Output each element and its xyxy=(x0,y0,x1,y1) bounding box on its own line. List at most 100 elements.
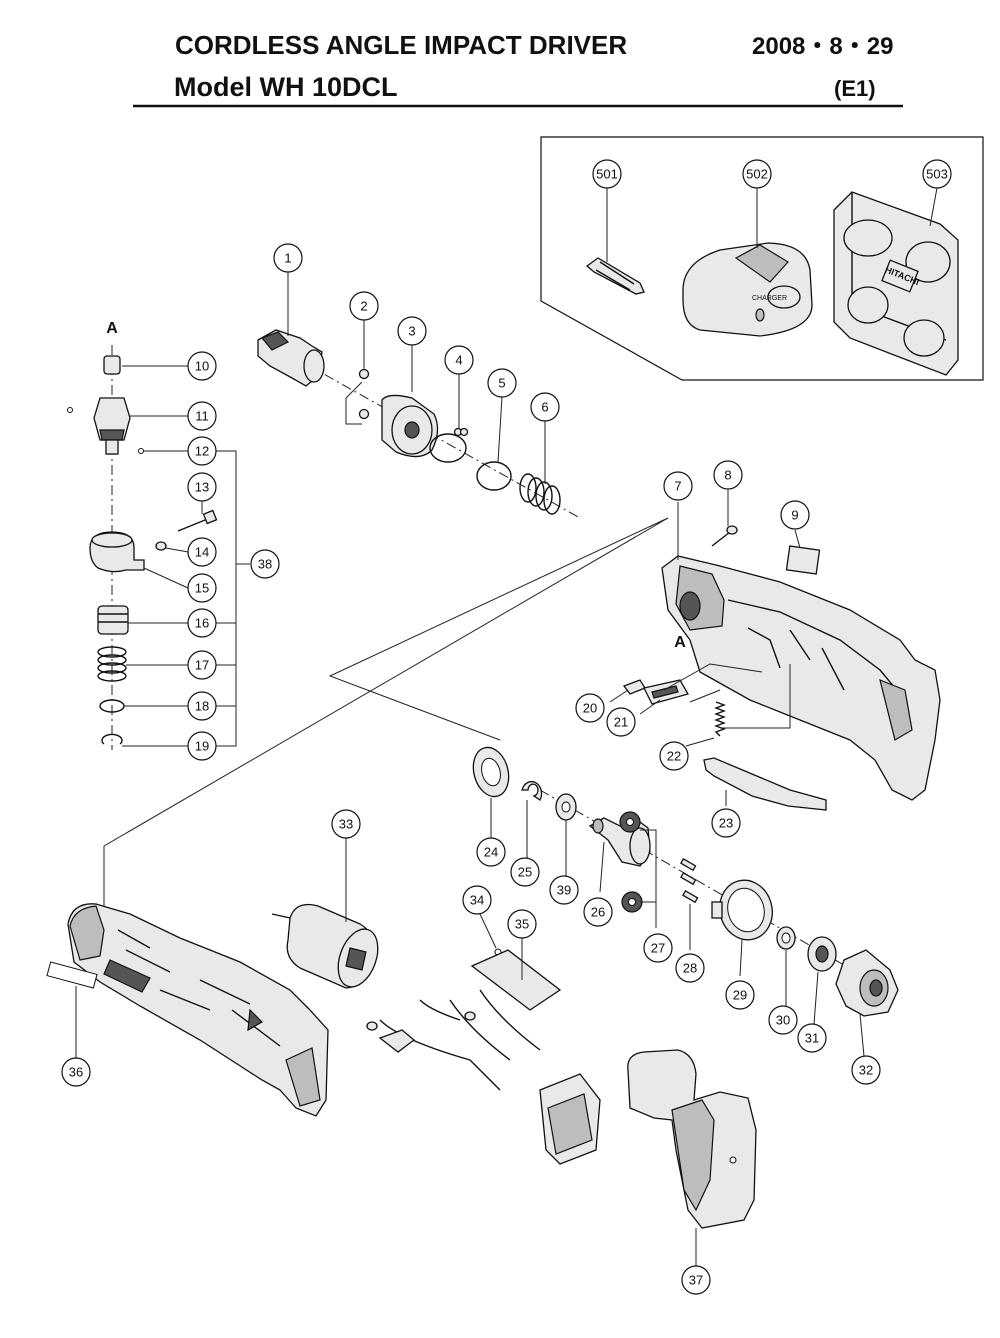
steel-ball-2a xyxy=(358,368,370,380)
charger-brand-label: CHARGER xyxy=(752,295,787,302)
ball-left xyxy=(67,407,73,413)
svg-text:17: 17 xyxy=(195,658,209,673)
callout-22: 22 xyxy=(659,741,689,771)
callout-12: 12 xyxy=(187,436,217,466)
bushing-10 xyxy=(103,355,121,375)
callout-18: 18 xyxy=(187,691,217,721)
left-housing xyxy=(67,903,329,1117)
callout-11: 11 xyxy=(187,401,217,431)
callout-26: 26 xyxy=(583,897,613,927)
idler-gears-27 xyxy=(619,811,643,913)
svg-text:20: 20 xyxy=(583,701,597,716)
svg-text:33: 33 xyxy=(339,817,353,832)
hammer-3 xyxy=(381,394,439,458)
callout-501: 501 xyxy=(592,159,622,189)
ball-12 xyxy=(138,448,144,454)
callout-3: 3 xyxy=(397,316,427,346)
callout-20: 20 xyxy=(575,693,605,723)
svg-text:29: 29 xyxy=(733,988,747,1003)
lever-23 xyxy=(703,757,827,811)
callout-24: 24 xyxy=(476,837,506,867)
diagram-title: CORDLESS ANGLE IMPACT DRIVER xyxy=(175,30,627,60)
svg-text:3: 3 xyxy=(408,324,415,339)
svg-text:16: 16 xyxy=(195,616,209,631)
label-9 xyxy=(785,545,821,575)
callout-28: 28 xyxy=(675,953,705,983)
svg-text:36: 36 xyxy=(69,1065,83,1080)
svg-text:31: 31 xyxy=(805,1031,819,1046)
svg-text:2: 2 xyxy=(360,299,367,314)
diagram-date: 2008・8・29 xyxy=(752,33,893,60)
ball-bearing-31 xyxy=(807,936,837,972)
callout-7: 7 xyxy=(663,471,693,501)
svg-text:21: 21 xyxy=(614,715,628,730)
spring-6 xyxy=(519,473,561,515)
callout-503: 503 xyxy=(922,159,952,189)
screw-8 xyxy=(711,525,738,547)
svg-text:39: 39 xyxy=(557,883,571,898)
callout-1: 1 xyxy=(273,243,303,273)
gear-sleeve-16 xyxy=(97,605,129,635)
svg-text:8: 8 xyxy=(724,468,731,483)
internal-gear-29 xyxy=(711,879,773,941)
svg-text:25: 25 xyxy=(518,865,532,880)
svg-text:14: 14 xyxy=(195,545,209,560)
washer-5 xyxy=(476,461,512,491)
svg-text:32: 32 xyxy=(859,1063,873,1078)
switch-assembly-35 xyxy=(366,949,601,1165)
callout-30: 30 xyxy=(768,1005,798,1035)
callout-37: 37 xyxy=(681,1265,711,1295)
callout-6: 6 xyxy=(530,392,560,422)
svg-text:1: 1 xyxy=(284,251,291,266)
callout-21: 21 xyxy=(606,707,636,737)
svg-text:10: 10 xyxy=(195,359,209,374)
svg-text:6: 6 xyxy=(541,400,548,415)
steel-balls-4 xyxy=(429,427,469,463)
svg-text:503: 503 xyxy=(926,167,948,182)
callout-2: 2 xyxy=(349,291,379,321)
callout-33: 33 xyxy=(331,809,361,839)
callout-29: 29 xyxy=(725,980,755,1010)
needle-pins-28 xyxy=(680,858,699,904)
svg-text:27: 27 xyxy=(651,941,665,956)
svg-text:13: 13 xyxy=(195,480,209,495)
callout-15: 15 xyxy=(187,573,217,603)
callout-34: 34 xyxy=(462,885,492,915)
clamp-15 xyxy=(89,531,145,573)
svg-text:15: 15 xyxy=(195,581,209,596)
callout-5: 5 xyxy=(487,368,517,398)
callout-35: 35 xyxy=(507,909,537,939)
svg-text:38: 38 xyxy=(258,557,272,572)
housing-7 xyxy=(661,555,941,801)
svg-text:26: 26 xyxy=(591,905,605,920)
gear-case-32 xyxy=(835,949,899,1017)
spring-17 xyxy=(97,646,127,682)
retaining-ring-25 xyxy=(521,781,543,801)
svg-text:37: 37 xyxy=(689,1273,703,1288)
bevel-gear-11 xyxy=(93,397,131,455)
callout-4: 4 xyxy=(444,345,474,375)
svg-text:11: 11 xyxy=(195,409,209,424)
callout-36: 36 xyxy=(61,1057,91,1087)
reference-letter-a-housing: A xyxy=(674,634,686,651)
svg-text:502: 502 xyxy=(746,167,768,182)
callout-23: 23 xyxy=(711,808,741,838)
svg-text:5: 5 xyxy=(498,376,505,391)
svg-text:4: 4 xyxy=(455,353,462,368)
model-name: Model WH 10DCL xyxy=(174,72,398,102)
motor-33 xyxy=(271,903,379,989)
callout-17: 17 xyxy=(187,650,217,680)
callout-8: 8 xyxy=(713,460,743,490)
carrying-case-503: HITACHI xyxy=(833,191,959,376)
accessories-frame xyxy=(540,136,984,381)
callout-19: 19 xyxy=(187,731,217,761)
callout-31: 31 xyxy=(797,1023,827,1053)
svg-text:9: 9 xyxy=(791,508,798,523)
callout-27: 27 xyxy=(643,933,673,963)
callout-32: 32 xyxy=(851,1055,881,1085)
svg-text:28: 28 xyxy=(683,961,697,976)
switch-lever-20 xyxy=(622,679,646,695)
svg-text:18: 18 xyxy=(195,699,209,714)
driver-bit-501 xyxy=(585,257,645,295)
svg-text:24: 24 xyxy=(484,845,498,860)
